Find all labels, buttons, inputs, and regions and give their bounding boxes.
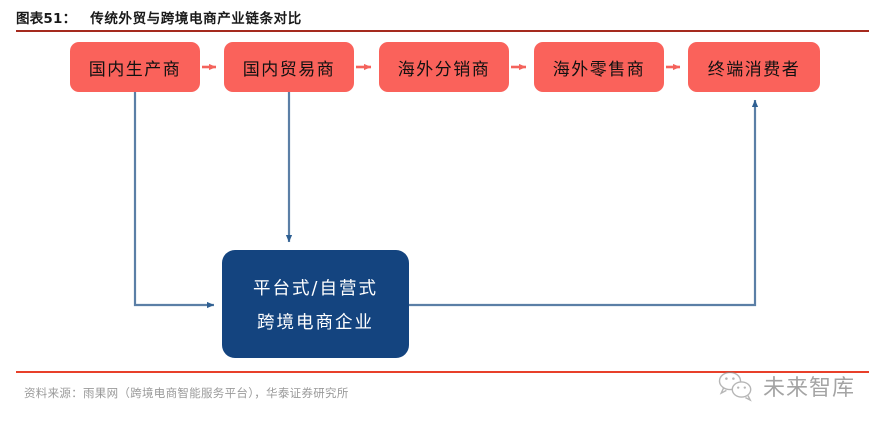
chain-node-end-consumer[interactable]: 终端消费者 (688, 42, 820, 92)
figure-number-label: 图表51： (16, 11, 77, 27)
chain-node-domestic-manufacturer[interactable]: 国内生产商 (70, 42, 200, 92)
chain-node-label: 国内贸易商 (242, 59, 336, 80)
platform-node-line-2: 跨境电商企业 (257, 312, 374, 333)
diagram-canvas: 国内生产商 国内贸易商 海外分销商 海外零售商 终端消费者 平台式/自营式 跨境… (0, 34, 885, 370)
chain-node-label: 国内生产商 (88, 59, 182, 80)
platform-node-line-1: 平台式/自营式 (253, 278, 378, 299)
chain-node-label: 海外零售商 (552, 59, 646, 80)
chain-node-overseas-distributor[interactable]: 海外分销商 (379, 42, 509, 92)
chain-node-label: 终端消费者 (707, 59, 801, 80)
wechat-bubble-icon (718, 371, 752, 402)
footer-divider (16, 371, 869, 373)
watermark: 未来智库 (716, 360, 876, 412)
title-divider (16, 30, 869, 32)
figure-title-row: 图表51： 传统外贸与跨境电商产业链条对比 (16, 6, 869, 28)
connector-platform-to-consumer (409, 99, 759, 307)
connector-layer (133, 63, 759, 309)
chain-node-overseas-retailer[interactable]: 海外零售商 (534, 42, 664, 92)
connector-manufacturer-to-platform (133, 92, 215, 309)
platform-node-cross-border-ecommerce[interactable]: 平台式/自营式 跨境电商企业 (222, 250, 409, 358)
chain-node-domestic-trader[interactable]: 国内贸易商 (224, 42, 354, 92)
source-note: 资料来源：雨果网（跨境电商智能服务平台），华泰证券研究所 (24, 386, 349, 400)
chain-node-label: 海外分销商 (397, 59, 491, 80)
page-title: 传统外贸与跨境电商产业链条对比 (90, 11, 302, 27)
watermark-text: 未来智库 (763, 376, 856, 401)
